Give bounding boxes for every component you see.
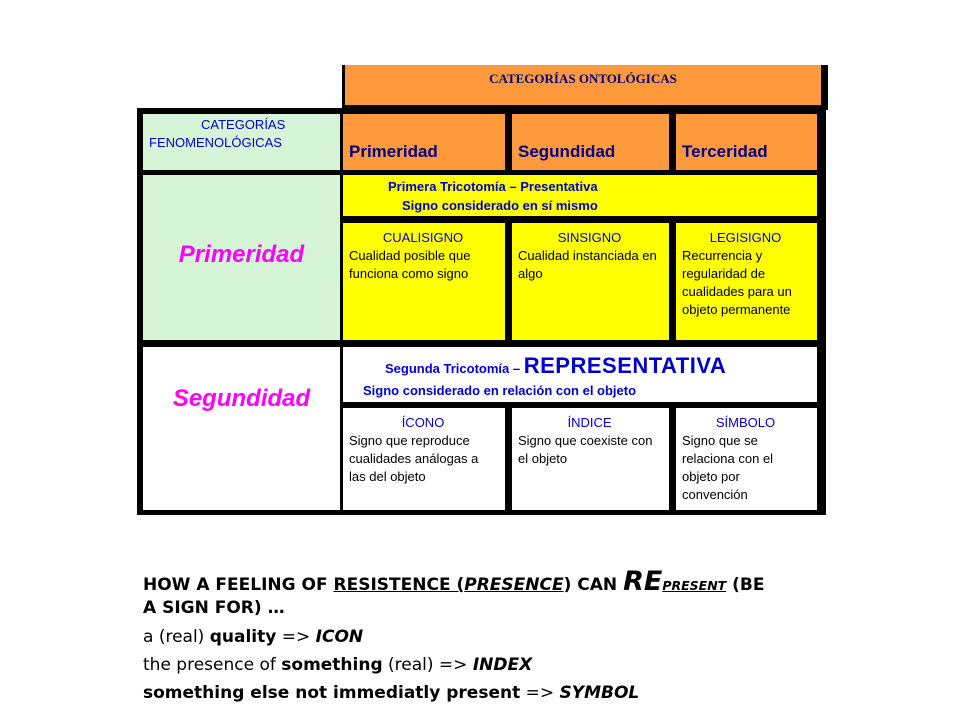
cell-title: CUALISIGNO bbox=[382, 230, 464, 245]
cell-text: Signo que coexiste con el objeto bbox=[518, 433, 653, 466]
cell-text: Signo que se relaciona con el objeto por… bbox=[682, 433, 774, 502]
phenomenological-header: CATEGORÍAS FENOMENOLÓGICAS bbox=[143, 114, 340, 170]
cell-text: Cualidad posible que funciona como signo bbox=[349, 248, 471, 281]
first-trichotomy-band: Primera Tricotomía – Presentativa Signo … bbox=[343, 175, 817, 216]
cell-text: Signo que reproduce cualidades análogas … bbox=[349, 433, 479, 484]
cell-text: Recurrencia y regularidad de cualidades … bbox=[682, 248, 792, 317]
phenomenological-title-line2: FENOMENOLÓGICAS bbox=[149, 135, 282, 150]
cell-title: ÍCONO bbox=[401, 415, 445, 430]
cell-title: ÍNDICE bbox=[567, 415, 612, 430]
cell-title: SÍMBOLO bbox=[715, 415, 776, 430]
column-header-primeridad: Primeridad bbox=[343, 114, 505, 170]
caption-line-4: the presence of something (real) => INDE… bbox=[143, 655, 533, 675]
phenomenological-title-line1: CATEGORÍAS bbox=[201, 117, 286, 132]
ontological-title: CATEGORÍAS ONTOLÓGICAS bbox=[489, 71, 677, 86]
signs-table: CATEGORÍAS ONTOLÓGICAS CATEGORÍAS FENOME… bbox=[137, 65, 828, 515]
cell-cualisigno: CUALISIGNO Cualidad posible que funciona… bbox=[343, 223, 505, 340]
row-header-segundidad: Segundidad bbox=[143, 347, 340, 510]
second-trichotomy-band: Segunda Tricotomía – REPRESENTATIVA Sign… bbox=[343, 347, 817, 402]
second-trichotomy-subtitle: Signo considerado en relación con el obj… bbox=[363, 383, 637, 398]
first-trichotomy-title: Primera Tricotomía – Presentativa bbox=[388, 179, 598, 194]
cell-legisigno: LEGISIGNO Recurrencia y regularidad de c… bbox=[676, 223, 817, 340]
caption-line-2: A SIGN FOR) … bbox=[143, 598, 285, 618]
cell-icono: ÍCONO Signo que reproduce cualidades aná… bbox=[343, 408, 505, 510]
cell-title: LEGISIGNO bbox=[709, 230, 782, 245]
cell-indice: ÍNDICE Signo que coexiste con el objeto bbox=[512, 408, 669, 510]
representativa-label: REPRESENTATIVA bbox=[523, 353, 727, 378]
cell-title: SINSIGNO bbox=[557, 230, 622, 245]
cell-simbolo: SÍMBOLO Signo que se relaciona con el ob… bbox=[676, 408, 817, 510]
row-header-primeridad: Primeridad bbox=[143, 175, 340, 340]
ontological-header: CATEGORÍAS ONTOLÓGICAS bbox=[345, 65, 821, 105]
caption-line-3: a (real) quality => ICON bbox=[143, 627, 364, 647]
second-trichotomy-title: Segunda Tricotomía – REPRESENTATIVA bbox=[385, 353, 727, 378]
cell-text: Cualidad instanciada en algo bbox=[518, 248, 657, 281]
first-trichotomy-subtitle: Signo considerado en sí mismo bbox=[402, 198, 598, 213]
caption-line-5: something else not immediatly present =>… bbox=[143, 683, 640, 703]
column-header-segundidad: Segundidad bbox=[512, 114, 669, 170]
cell-sinsigno: SINSIGNO Cualidad instanciada en algo bbox=[512, 223, 669, 340]
caption-line-1: HOW A FEELING OF RESISTENCE (PRESENCE) C… bbox=[143, 566, 765, 597]
column-header-terceridad: Terceridad bbox=[676, 114, 817, 170]
